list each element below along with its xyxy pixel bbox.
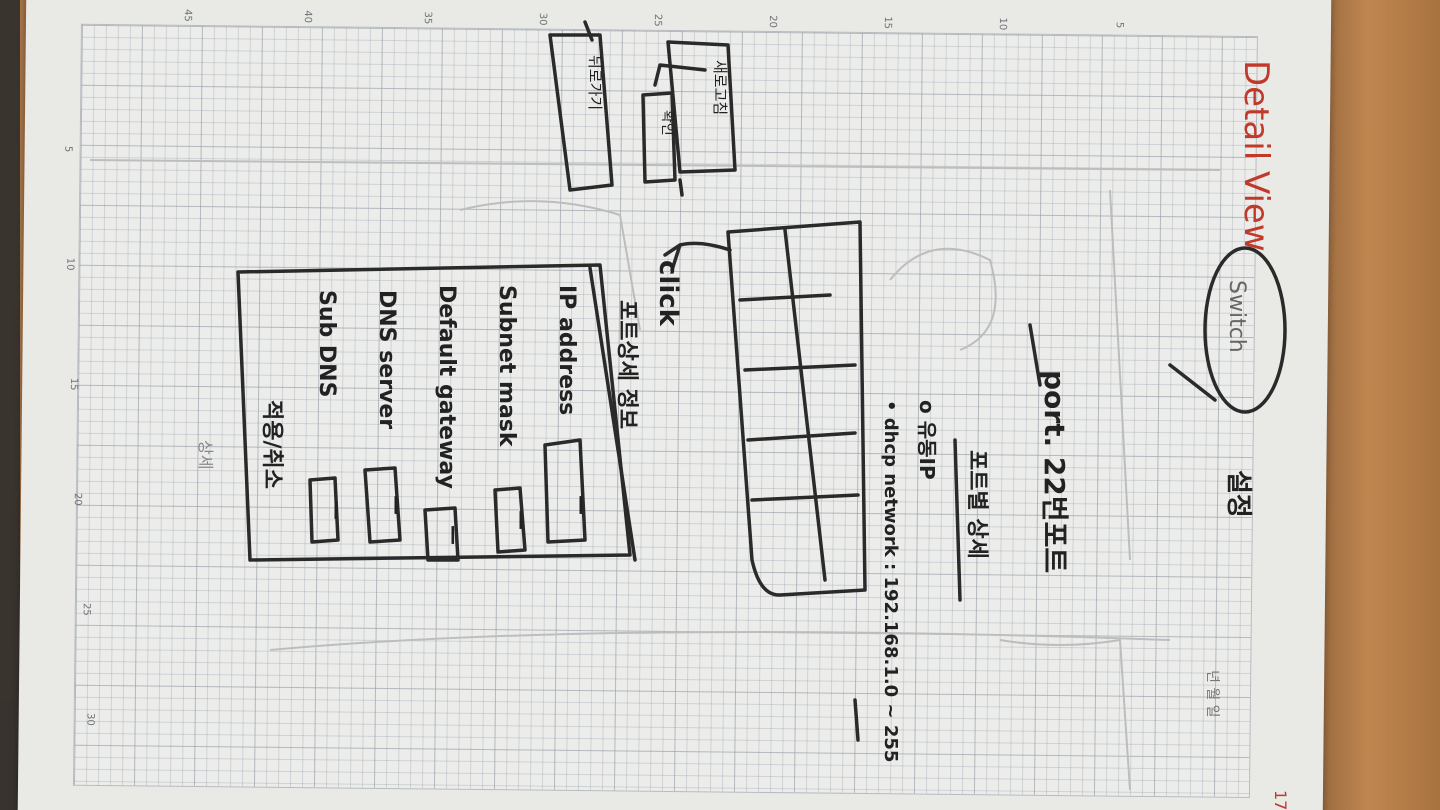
check-mark — [653, 63, 707, 197]
field-subdns-box[interactable] — [308, 476, 340, 544]
dhcp-underline — [853, 698, 860, 742]
click-arrow — [663, 241, 732, 272]
port-line: port. 22번포트 — [1038, 370, 1071, 573]
field-gateway-value: — — [442, 525, 466, 545]
option-dhcp-network: • dhcp network : 192.168.1.0 ~ 255 — [880, 400, 901, 762]
ok-button-box[interactable] — [641, 91, 677, 184]
port-underline — [1028, 323, 1042, 387]
refresh-button-label: 새로고침 — [711, 60, 729, 115]
option-dynamic-ip: o 유동IP — [915, 400, 939, 480]
detail-view-note: Detail View — [1236, 60, 1276, 252]
field-dns-label: DNS server — [374, 290, 399, 429]
erased-trace — [1109, 189, 1131, 561]
erased-trace — [999, 638, 1131, 791]
refresh-button-box[interactable] — [666, 40, 737, 174]
click-label: click — [653, 260, 683, 327]
switch-label: Switch — [1224, 280, 1249, 353]
switch-tail — [1168, 363, 1217, 402]
field-subnet-label: Subnet mask — [494, 285, 519, 448]
erased-trace — [269, 631, 1171, 651]
detail-view-text: Detail View — [1236, 60, 1276, 252]
date-marks: 년 월 일 — [1204, 670, 1220, 718]
field-gateway-box[interactable] — [423, 506, 460, 562]
erased-trace — [889, 247, 997, 351]
back-button-box[interactable] — [548, 33, 614, 192]
field-dns-value: — — [385, 495, 409, 515]
back-button-label: 뒤로가기 — [586, 55, 604, 110]
ok-button-label: 확인 — [659, 110, 675, 136]
erased-trace — [459, 200, 641, 331]
port-detail-panel: 포트상세 정보 IP address — Subnet mask — Defau… — [236, 263, 639, 562]
section-title: 포트별 상세 — [964, 450, 989, 559]
settings-label: 설정 — [1223, 470, 1253, 518]
page-number: 17 — [1271, 790, 1290, 810]
port-table — [726, 220, 867, 597]
field-subdns-value: — — [325, 500, 349, 520]
field-ip-value: — — [570, 495, 594, 515]
wooden-desk — [1320, 0, 1440, 810]
erased-trace — [89, 159, 1221, 171]
field-ip-box[interactable] — [543, 438, 587, 544]
field-subnet-value: — — [510, 510, 534, 530]
switch-circle — [1203, 246, 1287, 414]
field-dns-box[interactable] — [363, 466, 402, 544]
field-gateway-label: Default gateway — [434, 285, 459, 489]
panel-title: 포트상세 정보 — [614, 300, 639, 429]
field-subnet-box[interactable] — [493, 486, 527, 554]
field-ip-label: IP address — [554, 285, 579, 415]
field-subdns-label: Sub DNS — [314, 290, 339, 397]
under-label: 상세 — [196, 440, 215, 469]
section-underline — [953, 438, 962, 602]
apply-cancel-label: 적용/취소 — [259, 400, 284, 489]
